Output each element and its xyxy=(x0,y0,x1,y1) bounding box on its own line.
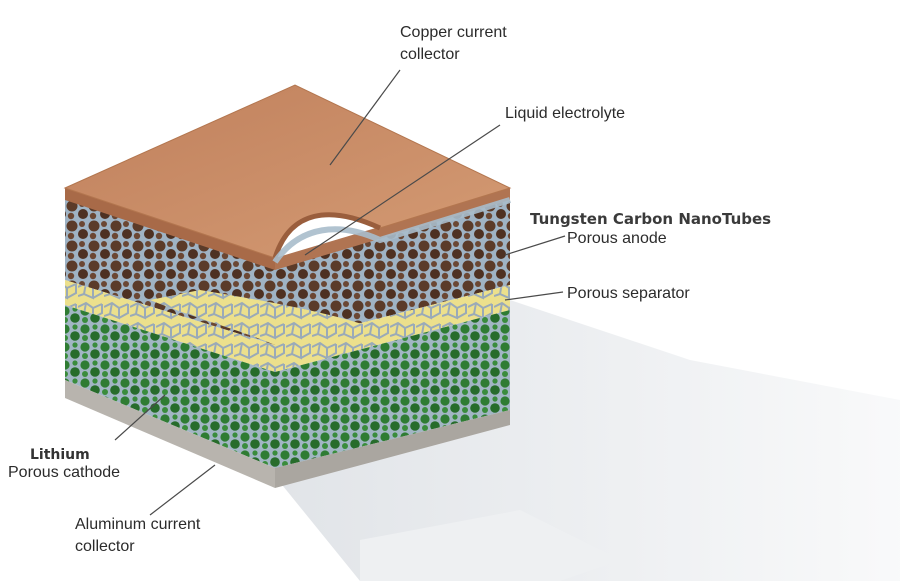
label-copper-current-collector: Copper current collector xyxy=(400,22,507,66)
label-copper-line1: Copper current xyxy=(400,24,507,41)
copper-cut-edge xyxy=(272,212,382,259)
leader-copper xyxy=(329,69,401,166)
label-copper-line2: collector xyxy=(400,46,460,63)
cutaway-separator xyxy=(150,290,380,345)
left-face-cathode xyxy=(65,305,275,468)
right-face-anode xyxy=(275,195,510,345)
right-face-aluminum xyxy=(275,410,510,488)
copper-side-left xyxy=(65,188,275,270)
label-aluminum-line2: collector xyxy=(75,538,135,555)
leader-separator xyxy=(504,291,564,301)
label-liquid-electrolyte: Liquid electrolyte xyxy=(505,105,626,122)
leader-aluminum xyxy=(149,464,216,516)
leader-anode xyxy=(504,235,566,256)
label-porous-anode: Porous anode xyxy=(567,230,667,247)
label-lithium: Lithium xyxy=(30,447,90,463)
leader-cathode xyxy=(114,394,166,441)
label-aluminum-line1: Aluminum current xyxy=(75,516,201,533)
right-face-separator xyxy=(275,285,510,372)
label-porous-cathode: Porous cathode xyxy=(8,464,121,481)
right-face-cathode xyxy=(275,310,510,468)
label-aluminum-current-collector: Aluminum current collector xyxy=(75,514,200,558)
label-tungsten-nanotubes: Tungsten Carbon NanoTubes xyxy=(530,210,772,228)
left-face-separator xyxy=(65,280,275,372)
floor-shadow-light xyxy=(360,510,620,581)
label-porous-separator: Porous separator xyxy=(567,285,690,302)
left-face-aluminum xyxy=(65,380,275,488)
electrolyte-wave xyxy=(272,197,511,264)
copper-side-right xyxy=(275,188,510,270)
leader-electrolyte xyxy=(304,124,501,256)
